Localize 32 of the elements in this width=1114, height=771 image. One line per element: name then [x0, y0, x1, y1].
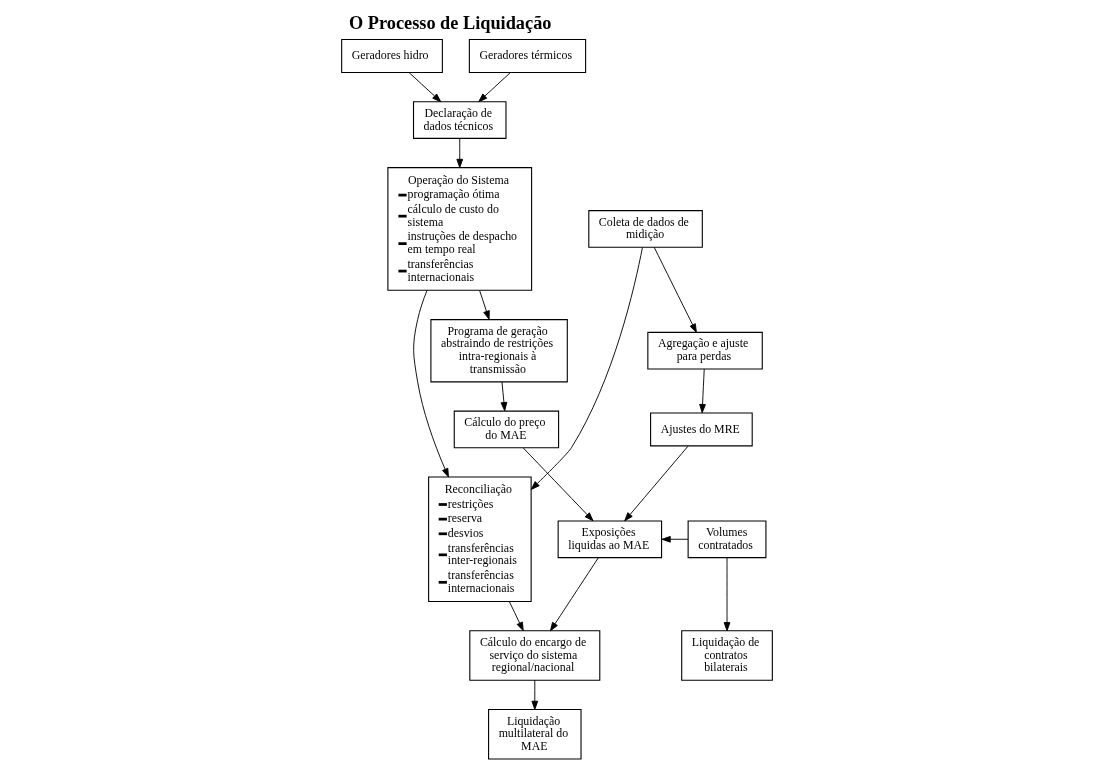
arrow [549, 557, 599, 632]
arrow [699, 368, 706, 414]
node-box: Coleta de dados de midição [588, 210, 703, 248]
node-box: Reconciliação restrições reserva desvios transferências inter-regionais transferências internacionais [428, 476, 532, 603]
node-box: Agregação e ajuste para perdas [647, 331, 763, 370]
arrow [522, 447, 594, 522]
arrow [653, 246, 697, 333]
node-box: Ajustes do MRE [650, 412, 753, 447]
arrow [478, 72, 511, 103]
arrow [408, 72, 442, 103]
node-box: Exposições liquidas ao MAE [557, 520, 663, 559]
node-box: Geradores hidro [341, 38, 443, 73]
node-box: Cálculo do preço do MAE [453, 410, 560, 449]
arrow [508, 601, 524, 632]
node-box: Cálculo do encargo de serviço do sistema regional/nacional [469, 630, 601, 681]
arrow [661, 535, 689, 543]
arrow [530, 247, 643, 490]
node-box: Liquidação multilateral do MAE [488, 709, 582, 760]
arrow [500, 381, 508, 412]
arrow [624, 445, 689, 522]
arrow [479, 290, 490, 320]
node-box: Operação do Sistema programação ótima cálculo de custo do sistema instruções de despacho em tempo real transferências internacionais [387, 167, 533, 291]
node-box: Liquidação de contratos bilaterais [681, 630, 773, 681]
diagram-title: O Processo de Liquidação [348, 13, 552, 34]
node-box: Geradores térmicos [468, 38, 587, 73]
arrow [456, 137, 464, 168]
arrow [413, 289, 449, 478]
arrow [723, 557, 731, 632]
arrow [531, 679, 539, 710]
node-box: Volumes contratados [687, 520, 767, 559]
node-box: Programa de geração abstraindo de restrições intra-regionais à transmissão [430, 319, 568, 383]
node-box: Declaração de dados técnicos [412, 101, 507, 139]
